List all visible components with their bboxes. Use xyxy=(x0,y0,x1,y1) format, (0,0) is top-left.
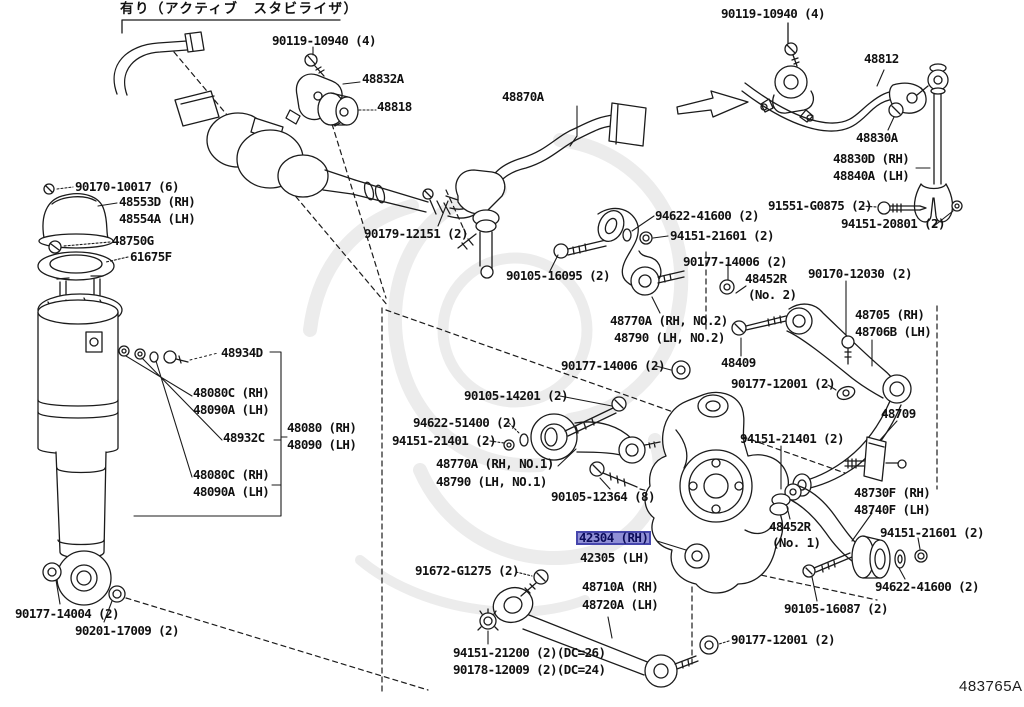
part-label-94622-41600-2-18[interactable]: 94622-41600 (2) xyxy=(655,208,759,223)
stabilizer-bar-detail-drawing xyxy=(676,22,963,223)
part-label-90177-14004-2-62[interactable]: 90177-14004 (2) xyxy=(15,606,119,621)
part-label-48090-lh-37[interactable]: 48090 (LH) xyxy=(287,437,357,452)
part-label-48832a-1[interactable]: 48832A xyxy=(362,71,404,86)
pointer-arrow-icon xyxy=(676,90,749,118)
part-label-48080c-rh-38[interactable]: 48080C (RH) xyxy=(193,467,270,482)
part-label-90178-12009-2-dc-24-60[interactable]: 90178-12009 (2)(DC=24) xyxy=(453,662,606,677)
part-label-48770a-rh-no-2-23[interactable]: 48770A (RH, NO.2) xyxy=(610,313,728,328)
part-label-94151-21601-2-51[interactable]: 94151-21601 (2) xyxy=(880,525,984,540)
header-bracket xyxy=(121,19,341,34)
part-label-61675f-15[interactable]: 61675F xyxy=(130,249,172,264)
part-label-48705-rh-26[interactable]: 48705 (RH) xyxy=(855,307,925,322)
part-label-90201-17009-2-63[interactable]: 90201-17009 (2) xyxy=(75,623,179,638)
part-label-94622-41600-2-52[interactable]: 94622-41600 (2) xyxy=(875,579,979,594)
part-label-90177-14006-2-20[interactable]: 90177-14006 (2) xyxy=(683,254,787,269)
part-label-48554a-lh-13[interactable]: 48554A (LH) xyxy=(119,211,196,226)
part-label-no-1-50[interactable]: (No. 1) xyxy=(772,535,821,550)
part-label-94151-21401-2-42[interactable]: 94151-21401 (2) xyxy=(392,433,496,448)
part-label-48080c-rh-33[interactable]: 48080C (RH) xyxy=(193,385,270,400)
part-label-90119-10940-4-0[interactable]: 90119-10940 (4) xyxy=(272,33,376,48)
part-label-48709-31[interactable]: 48709 xyxy=(881,406,916,421)
upper-control-arm-no2-drawing xyxy=(553,207,735,296)
part-label-94151-21401-2-46[interactable]: 94151-21401 (2) xyxy=(740,431,844,446)
part-label-48830a-6[interactable]: 48830A xyxy=(856,130,898,145)
part-label-48720a-lh-58[interactable]: 48720A (LH) xyxy=(582,597,659,612)
part-label-48706b-lh-27[interactable]: 48706B (LH) xyxy=(855,324,932,339)
part-label-48090a-lh-39[interactable]: 48090A (LH) xyxy=(193,484,270,499)
part-label-48452r-49[interactable]: 48452R xyxy=(769,519,811,534)
part-label-90119-10940-4-4[interactable]: 90119-10940 (4) xyxy=(721,6,825,21)
part-label-48830d-rh-7[interactable]: 48830D (RH) xyxy=(833,151,910,166)
part-label-90105-14201-2-40[interactable]: 90105-14201 (2) xyxy=(464,388,568,403)
part-label-48452r-21[interactable]: 48452R xyxy=(745,271,787,286)
part-label-48710a-rh-57[interactable]: 48710A (RH) xyxy=(582,579,659,594)
part-label-48934d-32[interactable]: 48934D xyxy=(221,345,263,360)
part-label-48730f-rh-47[interactable]: 48730F (RH) xyxy=(854,485,931,500)
part-label-94151-21601-2-19[interactable]: 94151-21601 (2) xyxy=(670,228,774,243)
part-label-90170-10017-6-11[interactable]: 90170-10017 (6) xyxy=(75,179,179,194)
part-label-48932c-35[interactable]: 48932C xyxy=(223,430,265,445)
part-label-91672-g1275-2-56[interactable]: 91672-G1275 (2) xyxy=(415,563,519,578)
diagram-id: 483765A xyxy=(959,678,1023,695)
watermark-crest xyxy=(303,133,689,617)
part-label-48740f-lh-48[interactable]: 48740F (LH) xyxy=(854,502,931,517)
shock-fastener-group xyxy=(118,345,288,517)
part-label-90179-12151-2-16[interactable]: 90179-12151 (2) xyxy=(364,226,468,241)
part-label-94151-20801-2-10[interactable]: 94151-20801 (2) xyxy=(841,216,945,231)
part-label-48870a-3[interactable]: 48870A xyxy=(502,89,544,104)
knuckle-42304-drawing xyxy=(644,391,789,594)
toe-link-48710a-drawing xyxy=(477,569,719,688)
active-stabilizer-actuator-drawing xyxy=(113,31,451,215)
shock-absorber-drawing xyxy=(37,183,126,606)
part-label-94622-51400-2-41[interactable]: 94622-51400 (2) xyxy=(413,415,517,430)
part-label-94151-21200-2-dc-26-59[interactable]: 94151-21200 (2)(DC=26) xyxy=(453,645,606,660)
part-label-no-2-22[interactable]: (No. 2) xyxy=(748,287,797,302)
part-label-90105-16095-2-17[interactable]: 90105-16095 (2) xyxy=(506,268,610,283)
leader-lines xyxy=(55,46,954,645)
part-label-48790-lh-no-1-44[interactable]: 48790 (LH, NO.1) xyxy=(436,474,547,489)
part-label-48840a-lh-8[interactable]: 48840A (LH) xyxy=(833,168,910,183)
part-label-48090a-lh-34[interactable]: 48090A (LH) xyxy=(193,402,270,417)
part-label-48770a-rh-no-1-43[interactable]: 48770A (RH, NO.1) xyxy=(436,456,554,471)
part-label-48080-rh-36[interactable]: 48080 (RH) xyxy=(287,420,357,435)
header-note: 有り（アクティブ スタビライザ） xyxy=(120,1,359,17)
part-label-48812-5[interactable]: 48812 xyxy=(864,51,899,66)
part-label-48409-29[interactable]: 48409 xyxy=(721,355,756,370)
part-label-90105-16087-2-53[interactable]: 90105-16087 (2) xyxy=(784,601,888,616)
stabilizer-clamp-and-bushing-drawing xyxy=(285,53,359,127)
part-label-48818-2[interactable]: 48818 xyxy=(377,99,412,114)
part-label-90177-12001-2-61[interactable]: 90177-12001 (2) xyxy=(731,632,835,647)
part-label-42305-lh-55[interactable]: 42305 (LH) xyxy=(580,550,650,565)
part-label-48750g-14[interactable]: 48750G xyxy=(112,233,154,248)
circled-bolt-icon xyxy=(671,360,691,380)
part-label-90177-14006-2-28[interactable]: 90177-14006 (2) xyxy=(561,358,665,373)
part-label-48553d-rh-12[interactable]: 48553D (RH) xyxy=(119,194,196,209)
part-label-91551-g0875-2-9[interactable]: 91551-G0875 (2) xyxy=(768,198,872,213)
part-label-42304-rh-54[interactable]: 42304 (RH) xyxy=(576,531,652,545)
part-label-90177-12001-2-30[interactable]: 90177-12001 (2) xyxy=(731,376,835,391)
part-label-48790-lh-no-2-24[interactable]: 48790 (LH, NO.2) xyxy=(614,330,725,345)
lower-arm-48730f-drawing xyxy=(769,483,928,579)
trailing-arm-no1-drawing xyxy=(503,396,661,488)
stabilizer-bar-main-drawing xyxy=(422,102,647,279)
part-label-90170-12030-2-25[interactable]: 90170-12030 (2) xyxy=(808,266,912,281)
part-label-90105-12364-8-45[interactable]: 90105-12364 (8) xyxy=(551,489,655,504)
